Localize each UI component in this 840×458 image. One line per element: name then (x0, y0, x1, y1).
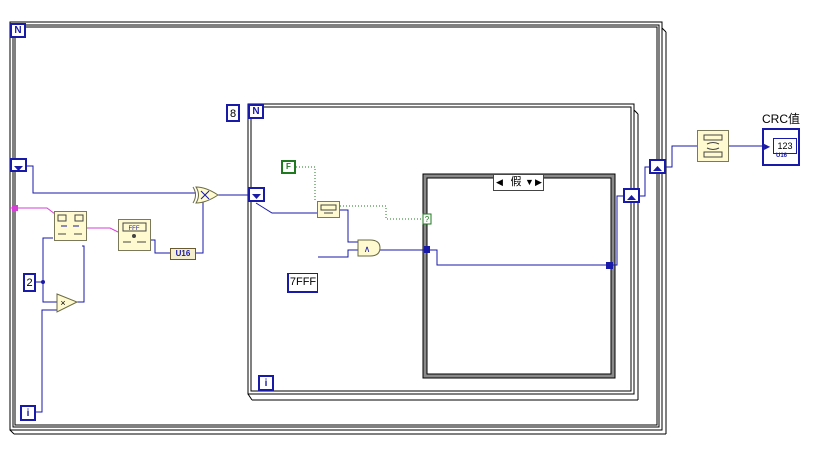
down-arrow-icon (14, 166, 23, 171)
inner-count-constant[interactable]: 8 (226, 104, 240, 122)
svg-text:×: × (60, 298, 65, 308)
case-selector-value: 假 (510, 176, 522, 188)
inner-iteration-label: i (264, 378, 268, 389)
svg-text:FFF: FFF (129, 226, 140, 232)
outer-shift-register-right[interactable] (649, 159, 666, 174)
case-prev-icon[interactable]: ◀ (496, 177, 503, 187)
index-icon (320, 204, 337, 214)
case-selector-mark: ? (425, 215, 430, 224)
outer-for-loop-frame (9, 21, 667, 435)
inner-for-loop-frame (247, 103, 639, 401)
pink-wire (10, 205, 119, 233)
case-dropdown-icon[interactable]: ▼ (525, 177, 534, 187)
indicator-arrow-icon: ▶ (764, 142, 771, 151)
case-selector-terminal (422, 213, 432, 225)
swap-bytes-node[interactable] (697, 130, 729, 162)
outer-count-label: N (14, 25, 22, 36)
xor-node[interactable] (192, 186, 219, 204)
constant-two[interactable]: 2 (23, 273, 36, 292)
case-input-tunnel (424, 246, 430, 253)
outer-shift-register-left[interactable] (10, 158, 27, 172)
multiply-node[interactable]: × (56, 293, 79, 313)
crc-indicator[interactable]: ▶ 123 U16 (762, 128, 800, 166)
hex-mask-value: 7FFF (289, 276, 317, 288)
indicator-label: CRC值 (762, 112, 800, 126)
case-structure-frame (422, 173, 616, 379)
inner-count-label: N (252, 106, 260, 117)
split-number-node[interactable] (54, 211, 87, 241)
case-selector[interactable]: ◀ 假 ▼ ▶ (493, 174, 544, 191)
up-arrow-icon (627, 195, 636, 200)
svg-text:∧: ∧ (364, 244, 371, 254)
wire-junction (41, 280, 45, 284)
inner-shift-register-left[interactable] (248, 187, 265, 202)
outer-iteration-label: i (26, 408, 30, 419)
constant-two-value: 2 (26, 277, 33, 289)
u16-label: U16 (175, 249, 191, 258)
u16-conversion-node[interactable]: U16 (170, 248, 196, 260)
outer-loop-count-terminal[interactable]: N (10, 23, 26, 38)
indicator-display: 123 (773, 138, 797, 154)
inner-shift-register-right[interactable] (623, 188, 640, 203)
swap-bytes-icon (703, 134, 723, 158)
up-arrow-icon (653, 166, 662, 171)
boolean-false-constant[interactable]: F (281, 160, 296, 174)
case-output-tunnel (606, 262, 613, 269)
inner-loop-iteration-terminal[interactable]: i (258, 375, 274, 391)
split-icon (57, 214, 84, 235)
inner-loop-count-terminal[interactable]: N (248, 104, 264, 119)
index-bit-node[interactable] (317, 201, 340, 218)
case-next-icon[interactable]: ▶ (535, 177, 542, 187)
down-arrow-icon (252, 194, 261, 199)
inner-count-value: 8 (229, 108, 237, 120)
blue-wires (10, 145, 765, 413)
join-number-node[interactable]: FFF (118, 219, 151, 251)
green-dotted-wire (296, 166, 423, 220)
boolean-false-value: F (286, 162, 291, 171)
hex-mask-constant[interactable]: 7FFF (287, 273, 318, 293)
indicator-type-badge: U16 (776, 153, 788, 159)
join-icon: FFF (122, 222, 147, 243)
outer-loop-iteration-terminal[interactable]: i (20, 405, 36, 421)
and-node[interactable]: ∧ (357, 239, 381, 257)
